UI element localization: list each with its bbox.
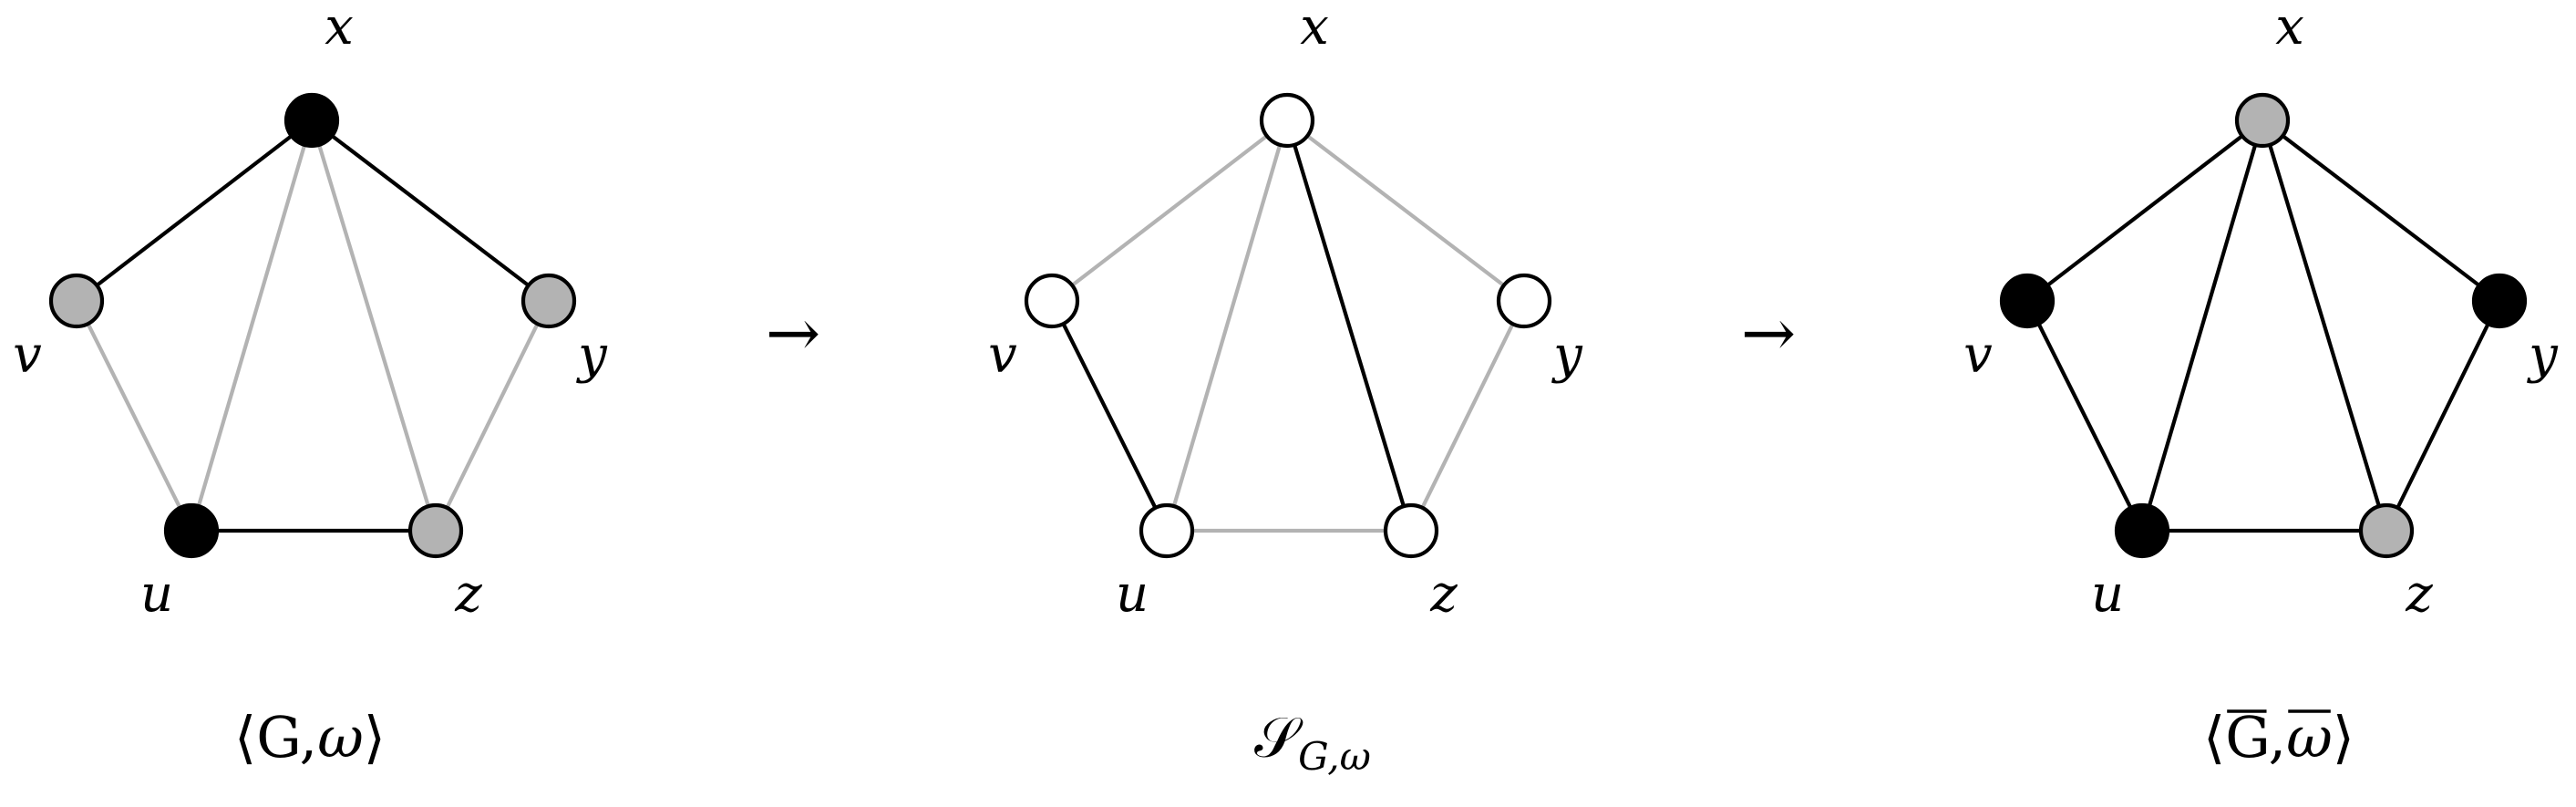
panels: x v y u z x v y u z x v y u z ⟨G,ω⟩ 𝒮G,ω ⟨G,ω⟩	[13, 0, 2559, 779]
edge-x-u	[2139, 118, 2265, 533]
vertex-v	[48, 273, 105, 329]
vertex-label-z: z	[2405, 564, 2433, 624]
edge-x-z	[309, 118, 438, 533]
edge-x-u	[1164, 118, 1290, 533]
edge-x-u	[189, 118, 314, 533]
caption-3: ⟨G,ω⟩	[2203, 704, 2354, 771]
vertex-u	[163, 502, 220, 559]
edge-y-z	[433, 298, 551, 533]
vertex-label-v: v	[988, 326, 1017, 385]
caption-1: ⟨G,ω⟩	[234, 704, 386, 771]
vertex-label-y: y	[575, 326, 608, 385]
vertex-z	[2358, 502, 2415, 559]
vertex-label-y: y	[2526, 326, 2559, 385]
edge-x-v	[2025, 118, 2265, 304]
edge-x-y	[2260, 118, 2502, 304]
graph-panel-2: x v y u z	[988, 0, 1583, 624]
transition-arrow-2: →	[1741, 295, 1796, 371]
vertex-label-v: v	[1963, 326, 1993, 385]
vertex-label-u: u	[140, 564, 173, 624]
edge-y-z	[2384, 298, 2502, 533]
edge-y-z	[1408, 298, 1527, 533]
vertex-u	[2114, 502, 2170, 559]
graph-panel-1: x v y u z	[13, 0, 608, 624]
edge-x-z	[2260, 118, 2389, 533]
vertex-y	[1496, 273, 1552, 329]
vertex-x	[1259, 92, 1315, 149]
edge-v-u	[74, 298, 194, 533]
vertex-label-x: x	[2275, 0, 2304, 57]
edge-x-v	[1049, 118, 1290, 304]
edge-x-y	[309, 118, 551, 304]
vertex-z	[407, 502, 464, 559]
transition-arrow-1: →	[766, 295, 820, 371]
vertex-label-z: z	[454, 564, 482, 624]
vertex-v	[1999, 273, 2056, 329]
vertex-y	[2471, 273, 2528, 329]
vertex-y	[520, 273, 577, 329]
vertex-label-x: x	[1300, 0, 1329, 57]
vertex-label-y: y	[1551, 326, 1583, 385]
vertex-label-z: z	[1429, 564, 1458, 624]
edge-x-z	[1284, 118, 1414, 533]
vertex-x	[2234, 92, 2291, 149]
edge-v-u	[1049, 298, 1170, 533]
vertex-label-u: u	[1116, 564, 1149, 624]
vertex-label-v: v	[13, 326, 42, 385]
caption-2: 𝒮G,ω	[1254, 704, 1371, 779]
edge-x-v	[74, 118, 314, 304]
graph-panel-3: x v y u z	[1963, 0, 2559, 624]
vertex-z	[1383, 502, 1439, 559]
vertex-x	[283, 92, 340, 149]
vertex-label-x: x	[325, 0, 354, 57]
vertex-v	[1024, 273, 1080, 329]
vertex-u	[1139, 502, 1195, 559]
vertex-label-u: u	[2091, 564, 2124, 624]
edge-x-y	[1284, 118, 1527, 304]
edge-v-u	[2025, 298, 2145, 533]
